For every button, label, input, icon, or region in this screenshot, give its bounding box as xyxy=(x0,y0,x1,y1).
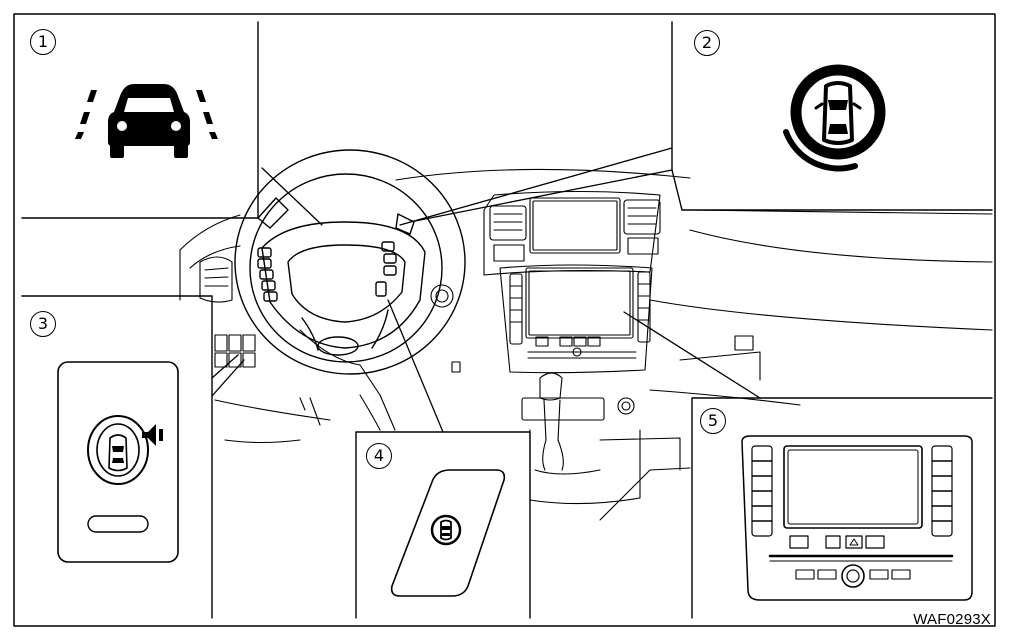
callout-2: 2 xyxy=(694,30,720,56)
lane-departure-warning-icon xyxy=(75,84,218,158)
panel-1-border xyxy=(21,21,259,219)
panel-2-border xyxy=(671,21,993,211)
steering-switch-sonar-icon xyxy=(430,514,462,546)
switch-panel-sonar-icon xyxy=(87,415,163,485)
steering-switch xyxy=(390,469,506,597)
figure-frame xyxy=(13,13,996,627)
callout-3: 3 xyxy=(30,311,56,337)
leader-5 xyxy=(623,311,761,399)
leader-2 xyxy=(399,147,673,226)
callout-1: 1 xyxy=(30,29,56,55)
center-display-unit xyxy=(741,435,973,601)
leader-lines xyxy=(211,147,761,433)
panel-3-border xyxy=(21,295,213,619)
dashboard-background xyxy=(179,168,993,521)
leader-4 xyxy=(387,299,444,433)
figure-code: WAF0293X xyxy=(913,611,991,628)
leader-3 xyxy=(211,354,245,397)
blind-spot-warning-indicator-icon xyxy=(783,64,886,172)
leader-1 xyxy=(261,167,323,226)
callout-4: 4 xyxy=(366,443,392,469)
steering-wheel xyxy=(234,149,466,375)
switch-panel xyxy=(57,361,179,563)
callout-5: 5 xyxy=(700,408,726,434)
panel-5-border xyxy=(691,397,993,619)
